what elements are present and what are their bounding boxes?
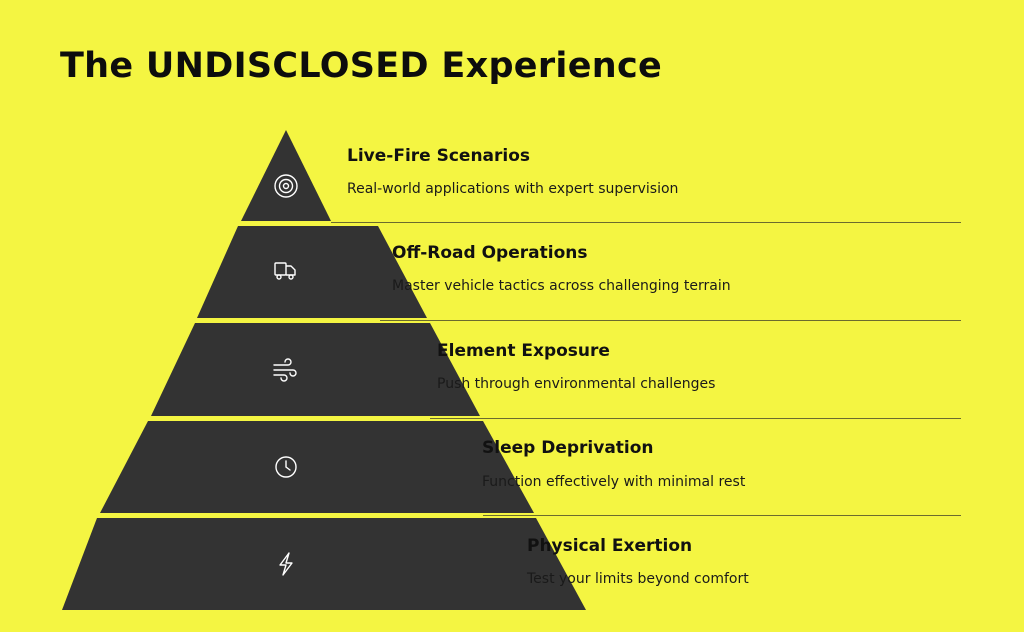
divider-2 — [380, 320, 961, 321]
tier-4-title: Sleep Deprivation — [482, 438, 654, 458]
tier-physical — [62, 518, 586, 610]
divider-3 — [430, 418, 961, 419]
page-title: The UNDISCLOSED Experience — [60, 46, 663, 86]
tier-2-description: Master vehicle tactics across challengin… — [392, 278, 731, 294]
target-icon — [274, 174, 298, 198]
tier-3-title: Element Exposure — [437, 341, 610, 361]
tier-3-description: Push through environmental challenges — [437, 376, 716, 392]
tier-5-title: Physical Exertion — [527, 536, 693, 556]
tier-2-shape — [197, 226, 427, 318]
tier-off-road — [197, 226, 427, 318]
truck-icon — [274, 262, 296, 280]
tier-5-shape — [62, 518, 586, 610]
divider-4 — [483, 515, 961, 516]
divider-1 — [331, 222, 961, 223]
wind-icon — [273, 358, 297, 382]
tier-4-shape — [100, 421, 534, 513]
tier-1-description: Real-world applications with expert supe… — [347, 181, 679, 197]
lightning-icon — [279, 552, 293, 576]
tier-5-description: Test your limits beyond comfort — [527, 571, 749, 587]
tier-sleep — [100, 421, 534, 513]
tier-3-shape — [151, 323, 480, 416]
tier-4-description: Function effectively with minimal rest — [482, 474, 746, 490]
tier-2-title: Off-Road Operations — [392, 243, 588, 263]
tier-element — [151, 323, 480, 416]
clock-icon — [275, 456, 297, 478]
tier-1-title: Live-Fire Scenarios — [347, 146, 531, 166]
tier-live-fire — [241, 130, 331, 221]
